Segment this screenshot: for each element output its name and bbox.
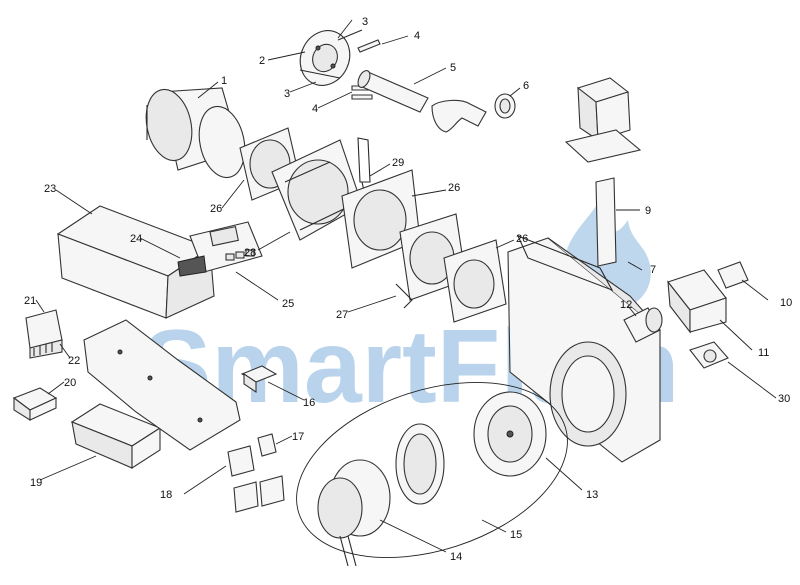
leader-lines: [35, 19, 777, 553]
label-part-21: 21: [24, 295, 36, 307]
label-part-28: 28: [244, 247, 256, 259]
label-part-4-lower: 4: [312, 103, 318, 115]
part-26-gasket-right: [443, 239, 507, 323]
label-part-24: 24: [130, 233, 142, 245]
label-part-16: 16: [303, 397, 315, 409]
label-part-2: 2: [259, 55, 265, 67]
label-part-26-left: 26: [210, 203, 222, 215]
part-4-pin-upper: [357, 39, 381, 53]
part-30-module: [689, 341, 729, 369]
part-14-motor: [317, 459, 391, 567]
label-part-18: 18: [160, 489, 172, 501]
part-12-pipe: [623, 307, 663, 343]
label-part-14: 14: [450, 551, 462, 563]
label-part-23: 23: [44, 183, 56, 195]
label-part-3-upper: 3: [362, 16, 368, 28]
part-24-25-control-panel: [177, 221, 263, 277]
label-part-1: 1: [221, 75, 227, 87]
part-20-relay: [12, 387, 58, 421]
label-part-30: 30: [778, 393, 790, 405]
label-part-20: 20: [64, 377, 76, 389]
label-part-9: 9: [645, 205, 651, 217]
label-part-22: 22: [68, 355, 80, 367]
part-10-cover: [717, 261, 749, 289]
part-1-blast-tube: [145, 87, 246, 179]
label-part-26-middle: 26: [448, 182, 460, 194]
part-2-nozzle-head: [299, 29, 363, 86]
part-18-connectors: [227, 445, 285, 513]
part-air-damper: [395, 423, 445, 505]
label-part-26-right: 26: [516, 233, 528, 245]
part-13-fan-wheel: [473, 391, 547, 477]
part-9-bracket-plate: [595, 177, 617, 267]
label-part-6: 6: [523, 80, 529, 92]
part-11-control-box: [667, 269, 727, 334]
label-part-19: 19: [30, 477, 42, 489]
label-part-25: 25: [282, 298, 294, 310]
label-part-27: 27: [336, 309, 348, 321]
label-part-17: 17: [292, 431, 304, 443]
label-part-13: 13: [586, 489, 598, 501]
label-part-10: 10: [780, 297, 792, 309]
part-15-fan-assembly-outline: [296, 382, 568, 558]
part-16-bracket: [240, 365, 278, 394]
label-part-29: 29: [392, 157, 404, 169]
label-part-3-lower: 3: [284, 88, 290, 100]
part-17-connector: [257, 433, 277, 457]
label-part-15: 15: [510, 529, 522, 541]
part-19-tray: [70, 403, 162, 470]
part-26-gasket-middle: [341, 169, 421, 269]
label-part-11: 11: [758, 347, 769, 359]
part-number-labels: 1 2 3 3 4 4 5 6 7 9 10 11 12 13 14 15 16…: [24, 16, 792, 563]
part-7-ignition-box: [564, 77, 642, 163]
part-6-elbow: [431, 93, 516, 133]
label-part-4-upper: 4: [414, 30, 420, 42]
label-part-5: 5: [450, 62, 456, 74]
part-mounting-plate: [83, 319, 241, 451]
part-burner-body: [507, 234, 661, 463]
part-5-pipe: [357, 70, 429, 113]
label-part-12: 12: [620, 299, 632, 311]
part-21-22-terminal-block: [25, 309, 63, 359]
label-part-7: 7: [650, 264, 656, 276]
